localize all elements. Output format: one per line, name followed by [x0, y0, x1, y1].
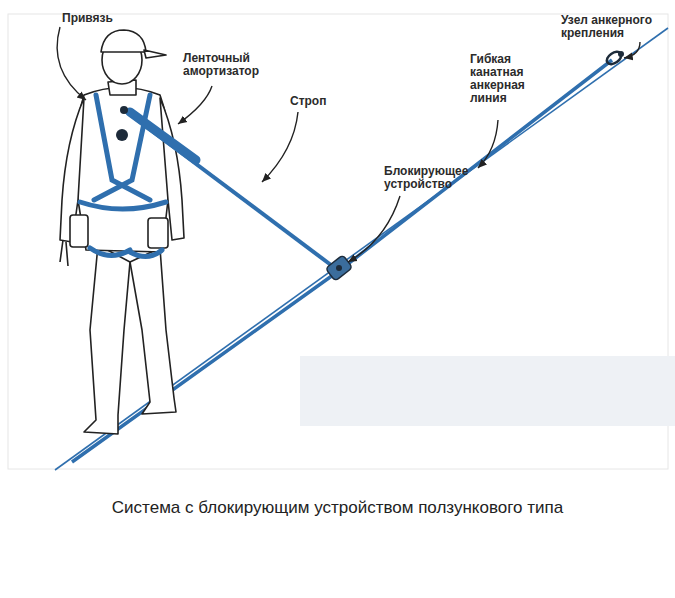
connector-ring	[120, 106, 128, 114]
part-label: Строп	[290, 95, 360, 108]
anchor-point	[605, 49, 624, 66]
lanyard	[124, 110, 335, 268]
anchor-rope	[72, 60, 612, 462]
harness-ring	[116, 129, 128, 141]
part-label: Привязь	[62, 12, 152, 25]
background-patch	[300, 356, 675, 426]
part-label: Гибкая канатная анкерная линия	[470, 53, 536, 105]
part-label: Блокирующее устройство	[384, 165, 484, 191]
part-label: Узел анкерного крепления	[561, 14, 671, 40]
leader-lines	[57, 27, 640, 262]
figure-caption: Система с блокирующим устройством ползун…	[103, 494, 573, 521]
part-label: Ленточный амортизатор	[183, 52, 273, 78]
rope-grab	[325, 255, 352, 281]
harness	[80, 95, 166, 257]
slope-line	[55, 28, 668, 470]
worker-figure	[60, 30, 184, 434]
shock-absorber	[130, 112, 196, 160]
